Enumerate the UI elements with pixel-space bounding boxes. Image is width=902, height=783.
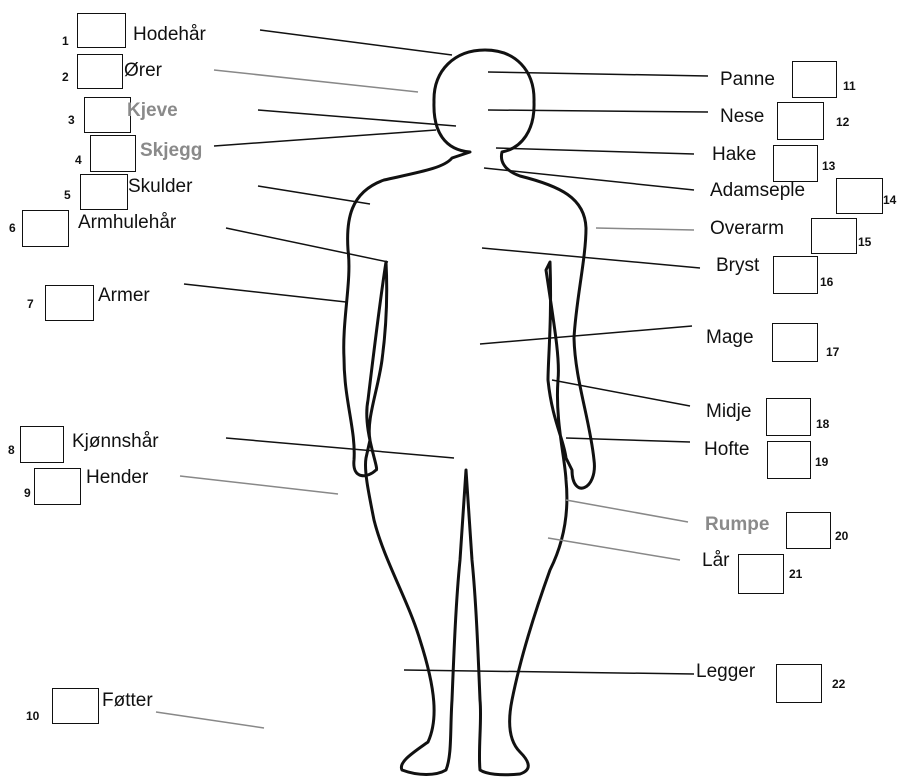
leader-19 <box>566 438 690 442</box>
leader-10 <box>156 712 264 728</box>
leader-6 <box>226 228 388 262</box>
answer-box-10[interactable] <box>52 688 99 724</box>
number-6: 6 <box>9 222 16 234</box>
label-mage: Mage <box>706 328 754 347</box>
number-10: 10 <box>26 710 39 722</box>
label-kjeve: Kjeve <box>127 101 178 120</box>
number-3: 3 <box>68 114 75 126</box>
leader-8 <box>226 438 454 458</box>
answer-box-14[interactable] <box>836 178 883 214</box>
answer-box-8[interactable] <box>20 426 64 463</box>
number-15: 15 <box>858 236 871 248</box>
label-skulder: Skulder <box>128 177 192 196</box>
answer-box-16[interactable] <box>773 256 818 294</box>
leader-4 <box>214 130 436 146</box>
answer-box-11[interactable] <box>792 61 837 98</box>
label-hodehar: Hodehår <box>133 25 206 44</box>
label-hender: Hender <box>86 468 148 487</box>
number-9: 9 <box>24 487 31 499</box>
number-22: 22 <box>832 678 845 690</box>
label-bryst: Bryst <box>716 256 759 275</box>
answer-box-12[interactable] <box>777 102 824 140</box>
number-16: 16 <box>820 276 833 288</box>
leader-7 <box>184 284 346 302</box>
label-panne: Panne <box>720 70 775 89</box>
answer-box-7[interactable] <box>45 285 94 321</box>
number-19: 19 <box>815 456 828 468</box>
number-5: 5 <box>64 189 71 201</box>
answer-box-1[interactable] <box>77 13 126 48</box>
answer-box-22[interactable] <box>776 664 822 703</box>
label-armer: Armer <box>98 286 150 305</box>
number-2: 2 <box>62 71 69 83</box>
label-orer: Ører <box>124 61 162 80</box>
label-rumpe: Rumpe <box>705 515 769 534</box>
label-fotter: Føtter <box>102 691 153 710</box>
number-8: 8 <box>8 444 15 456</box>
number-1: 1 <box>62 35 69 47</box>
number-17: 17 <box>826 346 839 358</box>
leader-1 <box>260 30 452 55</box>
number-13: 13 <box>822 160 835 172</box>
leader-2 <box>214 70 418 92</box>
body-outline <box>344 50 595 775</box>
leader-15 <box>596 228 694 230</box>
leader-22 <box>404 670 694 674</box>
label-hake: Hake <box>712 145 756 164</box>
number-21: 21 <box>789 568 802 580</box>
label-legger: Legger <box>696 662 755 681</box>
leader-21 <box>548 538 680 560</box>
answer-box-3[interactable] <box>84 97 131 133</box>
leader-16 <box>482 248 700 268</box>
answer-box-5[interactable] <box>80 174 128 210</box>
answer-box-2[interactable] <box>77 54 123 89</box>
number-14: 14 <box>883 194 896 206</box>
leader-3 <box>258 110 456 126</box>
leader-5 <box>258 186 370 204</box>
answer-box-20[interactable] <box>786 512 831 549</box>
answer-box-4[interactable] <box>90 135 136 172</box>
label-adamseple: Adamseple <box>710 181 805 200</box>
answer-box-15[interactable] <box>811 218 857 254</box>
answer-box-21[interactable] <box>738 554 784 594</box>
label-armhulehar: Armhulehår <box>78 213 176 232</box>
answer-box-6[interactable] <box>22 210 69 247</box>
label-nese: Nese <box>720 107 764 126</box>
label-hofte: Hofte <box>704 440 749 459</box>
answer-box-19[interactable] <box>767 441 811 479</box>
number-7: 7 <box>27 298 34 310</box>
number-20: 20 <box>835 530 848 542</box>
leader-14 <box>484 168 694 190</box>
label-overarm: Overarm <box>710 219 784 238</box>
label-kjonnshar: Kjønnshår <box>72 432 159 451</box>
leader-18 <box>552 380 690 406</box>
leader-12 <box>488 110 708 112</box>
answer-box-18[interactable] <box>766 398 811 436</box>
leader-13 <box>496 148 694 154</box>
answer-box-13[interactable] <box>773 145 818 182</box>
number-11: 11 <box>843 80 856 92</box>
leader-9 <box>180 476 338 494</box>
number-18: 18 <box>816 418 829 430</box>
label-midje: Midje <box>706 402 751 421</box>
number-12: 12 <box>836 116 849 128</box>
leader-11 <box>488 72 708 76</box>
number-4: 4 <box>75 154 82 166</box>
label-skjegg: Skjegg <box>140 141 202 160</box>
label-lar: Lår <box>702 551 729 570</box>
leader-17 <box>480 326 692 344</box>
answer-box-9[interactable] <box>34 468 81 505</box>
leader-20 <box>566 500 688 522</box>
answer-box-17[interactable] <box>772 323 818 362</box>
